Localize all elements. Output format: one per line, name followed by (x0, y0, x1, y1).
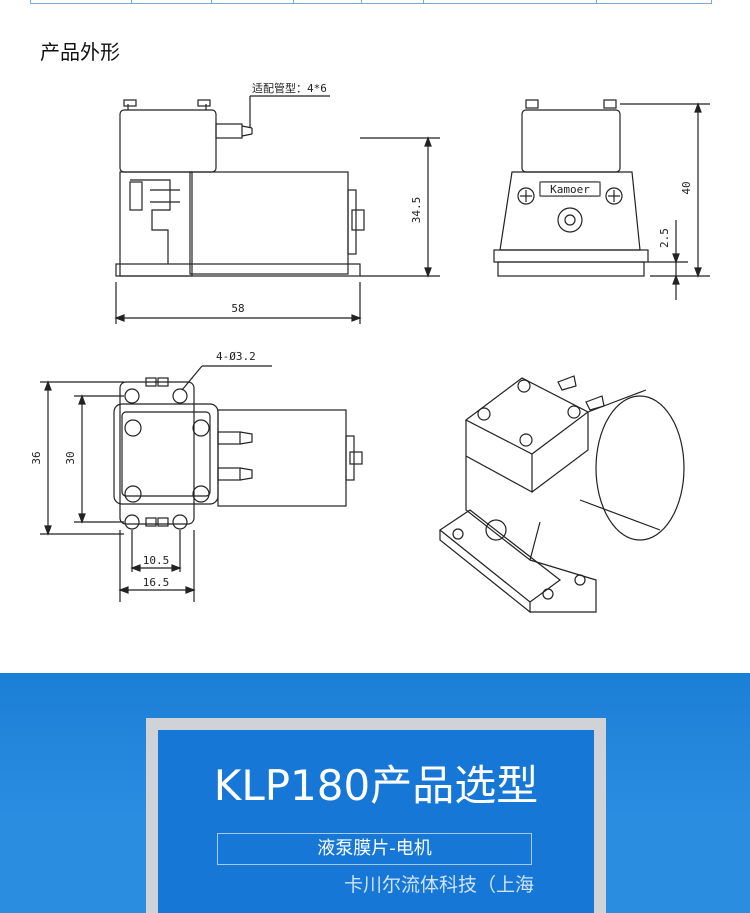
banner-title: KLP180产品选型 (213, 761, 539, 810)
dim-36: 36 (30, 451, 43, 464)
top-view (113, 377, 363, 530)
table-divider (211, 0, 212, 3)
table-divider (131, 0, 132, 3)
dim-16-5: 16.5 (143, 576, 170, 589)
section-title: 产品外形 (40, 40, 120, 64)
isometric-view (438, 375, 685, 614)
table-divider (423, 0, 424, 3)
brand-label: Kamoer (550, 183, 590, 196)
side-view (115, 99, 365, 277)
banner-subtitle: 液泵膜片-电机 (217, 833, 532, 865)
dim-10-5: 10.5 (143, 554, 170, 567)
dim-width: 58 (231, 302, 244, 315)
dim-base: 2.5 (658, 228, 671, 248)
top-table-edge (30, 0, 712, 4)
table-divider (361, 0, 362, 3)
company-name: 卡川尔流体科技（上海 (344, 874, 535, 896)
dim-height-front: 40 (680, 181, 693, 194)
tube-label: 适配管型：4*6 (252, 81, 327, 95)
dim-30: 30 (64, 451, 77, 464)
technical-drawing: Kamoer 适配管型：4*6 58 34.5 40 2.5 4-Ø3.2 36… (0, 60, 750, 660)
table-divider (293, 0, 294, 3)
dim-height-side: 34.5 (410, 197, 423, 224)
table-divider (596, 0, 597, 3)
panel-inner (158, 730, 594, 913)
hole-label: 4-Ø3.2 (216, 350, 256, 363)
